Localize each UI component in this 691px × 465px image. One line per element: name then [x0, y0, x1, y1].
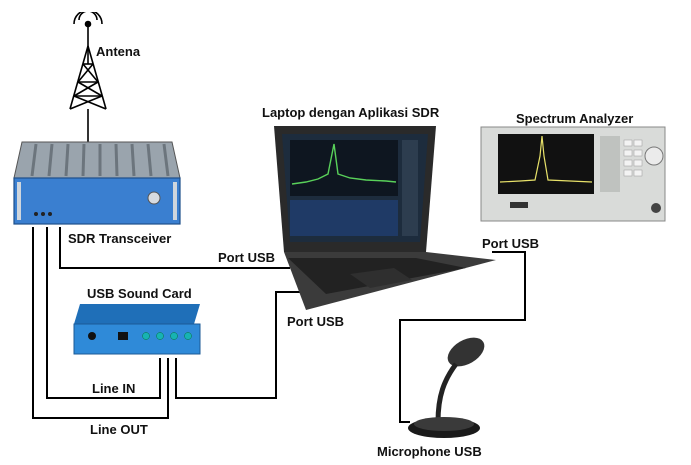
transceiver-label: SDR Transceiver — [68, 231, 172, 246]
sdr-transceiver — [13, 141, 181, 225]
analyzer-label: Spectrum Analyzer — [516, 111, 634, 126]
wire-line-in — [46, 227, 161, 399]
line-out-label: Line OUT — [90, 422, 148, 437]
sound-card-label: USB Sound Card — [87, 286, 192, 301]
antenna-label: Antena — [96, 44, 141, 59]
microphone-usb — [408, 337, 485, 438]
wire-line-out — [32, 227, 169, 419]
antenna-icon — [69, 12, 107, 144]
wire-transceiver-laptop — [59, 227, 290, 269]
line-in-label: Line IN — [92, 381, 136, 396]
microphone-label: Microphone USB — [377, 444, 482, 459]
port-usb-soundcard-label: Port USB — [287, 314, 345, 329]
port-usb-transceiver-label: Port USB — [218, 250, 276, 265]
laptop-label: Laptop dengan Aplikasi SDR — [262, 105, 440, 120]
wire-soundcard-laptop — [175, 291, 300, 399]
usb-sound-card — [73, 304, 201, 355]
port-usb-analyzer-label: Port USB — [482, 236, 540, 251]
spectrum-analyzer — [480, 126, 666, 222]
wire-laptop-mic — [399, 251, 526, 423]
laptop-with-sdr-app — [274, 126, 496, 310]
